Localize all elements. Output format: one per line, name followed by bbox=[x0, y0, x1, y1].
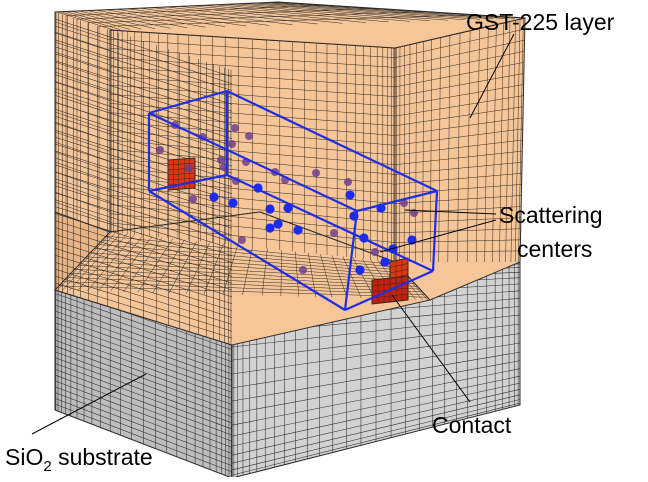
scattering-center-5 bbox=[185, 164, 193, 172]
label-substrate-subscript: 2 bbox=[43, 458, 51, 475]
label-substrate-suffix: substrate bbox=[52, 444, 153, 470]
scattering-center-4 bbox=[156, 146, 164, 154]
scattering-center-34 bbox=[380, 257, 389, 266]
label-substrate: SiO2 substrate bbox=[5, 444, 153, 475]
label-substrate-prefix: SiO bbox=[5, 444, 43, 470]
scattering-center-2 bbox=[231, 124, 239, 132]
scattering-center-12 bbox=[189, 195, 197, 203]
scattering-center-33 bbox=[299, 266, 307, 274]
scattering-center-22 bbox=[293, 225, 302, 234]
scattering-center-23 bbox=[345, 190, 354, 199]
scattering-center-19 bbox=[238, 236, 246, 244]
scattering-center-17 bbox=[265, 204, 274, 213]
scattering-center-10 bbox=[312, 169, 320, 177]
scattering-center-20 bbox=[265, 223, 274, 232]
scattering-center-21 bbox=[273, 219, 282, 228]
scattering-center-25 bbox=[330, 229, 338, 237]
label-scattering-line2: centers bbox=[517, 236, 592, 262]
scattering-center-16 bbox=[228, 198, 237, 207]
scattering-center-3 bbox=[245, 132, 253, 140]
scattering-center-6 bbox=[217, 156, 225, 164]
scattering-center-36 bbox=[228, 140, 236, 148]
label-gst-layer: GST-225 layer bbox=[466, 9, 615, 35]
scattering-center-13 bbox=[209, 192, 218, 201]
scattering-center-32 bbox=[355, 265, 364, 274]
scattering-center-11 bbox=[344, 178, 352, 186]
label-contact: Contact bbox=[432, 412, 512, 438]
label-scattering-line1: Scattering bbox=[499, 202, 603, 228]
scattering-center-31 bbox=[371, 248, 379, 256]
